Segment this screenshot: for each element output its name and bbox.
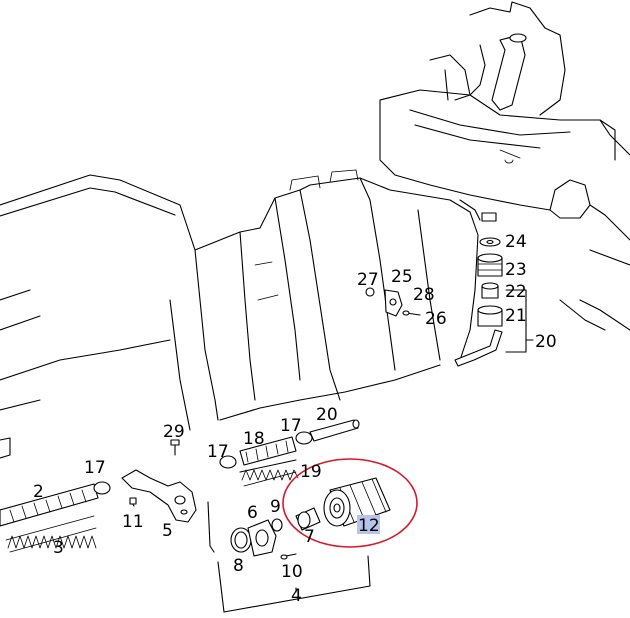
seal-group bbox=[230, 507, 321, 560]
part-label-17-left: 17 bbox=[84, 458, 106, 478]
part-labels: 2 3 4 5 6 7 8 9 10 11 12 17 17 17 18 19 … bbox=[33, 232, 557, 606]
bolt-29 bbox=[170, 439, 180, 456]
left-rod-assembly bbox=[0, 481, 111, 553]
breather-stack bbox=[454, 237, 534, 367]
part-label-12: 12 bbox=[358, 516, 380, 536]
part-label-11: 11 bbox=[122, 512, 144, 532]
part-label-6: 6 bbox=[247, 503, 258, 523]
part-label-17-middle: 17 bbox=[207, 442, 229, 462]
part-label-29: 29 bbox=[163, 422, 185, 442]
part-label-25: 25 bbox=[391, 267, 413, 287]
part-label-20-rod: 20 bbox=[316, 405, 338, 425]
part-label-8: 8 bbox=[233, 556, 244, 576]
lever-bracket bbox=[365, 287, 421, 317]
part-label-7: 7 bbox=[304, 527, 315, 547]
part-label-19: 19 bbox=[300, 462, 322, 482]
part-label-22: 22 bbox=[505, 282, 527, 302]
bracket-5 bbox=[121, 469, 197, 523]
part-label-5: 5 bbox=[162, 521, 173, 541]
part-label-10: 10 bbox=[281, 562, 303, 582]
part-label-26: 26 bbox=[425, 309, 447, 329]
shift-housing bbox=[379, 1, 630, 331]
part-label-4: 4 bbox=[291, 586, 302, 606]
part-label-27: 27 bbox=[357, 270, 379, 290]
part-label-24: 24 bbox=[505, 232, 527, 252]
part-label-17-right: 17 bbox=[280, 416, 302, 436]
shift-rod-assembly bbox=[219, 419, 360, 487]
highlight-circle bbox=[282, 458, 418, 548]
oil-filter bbox=[323, 477, 391, 527]
transmission-housing bbox=[0, 169, 479, 459]
part-label-20-stack: 20 bbox=[535, 332, 557, 352]
part-label-18: 18 bbox=[243, 429, 265, 449]
part-label-2: 2 bbox=[33, 482, 44, 502]
part-label-3: 3 bbox=[53, 538, 64, 558]
part-label-23: 23 bbox=[505, 260, 527, 280]
highlight-label-bg bbox=[357, 515, 380, 534]
part-label-9: 9 bbox=[270, 497, 281, 517]
part-label-28: 28 bbox=[413, 285, 435, 305]
group-bracket-4 bbox=[207, 501, 371, 613]
part-label-21: 21 bbox=[505, 306, 527, 326]
